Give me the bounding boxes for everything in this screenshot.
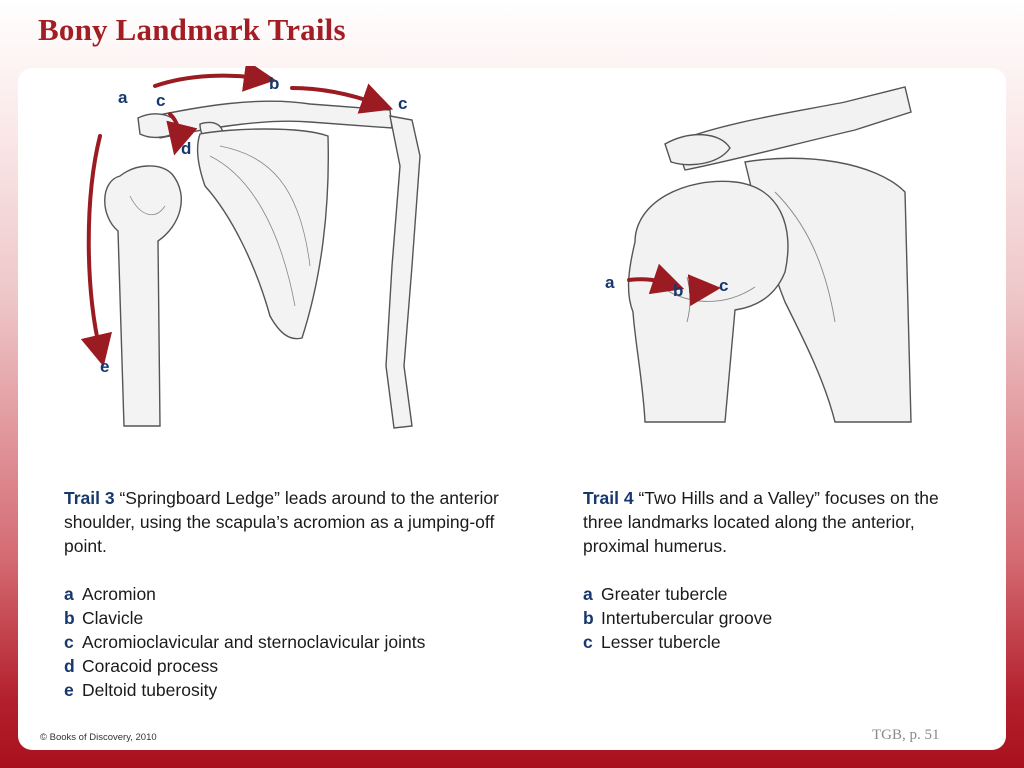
- item-key: a: [583, 584, 593, 604]
- item-label: Lesser tubercle: [601, 632, 721, 652]
- shoulder-anterior-illustration: a b c c d e: [60, 66, 460, 438]
- label-a: a: [118, 88, 128, 107]
- item-label: Intertubercular groove: [601, 608, 773, 628]
- list-item: c Lesser tubercle: [583, 630, 983, 654]
- label-b-intertubercular-groove: b: [673, 281, 683, 300]
- item-label: Coracoid process: [82, 656, 219, 676]
- item-label: Clavicle: [82, 608, 144, 628]
- trail4-intro: Trail 4 “Two Hills and a Valley” focuses…: [583, 486, 983, 558]
- label-b: b: [269, 74, 279, 93]
- label-c-lesser-tubercle: c: [719, 276, 728, 295]
- proximal-humerus-illustration: a b c: [595, 82, 935, 442]
- trail3-intro: Trail 3 “Springboard Ledge” leads around…: [64, 486, 504, 558]
- trail3-description: Trail 3 “Springboard Ledge” leads around…: [64, 486, 504, 702]
- label-c-sc-joint: c: [398, 94, 407, 113]
- item-key: c: [583, 632, 593, 652]
- slide-title: Bony Landmark Trails: [38, 12, 346, 47]
- item-key: e: [64, 680, 74, 700]
- item-label: Acromion: [82, 584, 156, 604]
- trail3-desc: “Springboard Ledge” leads around to the …: [64, 488, 499, 556]
- item-key: b: [583, 608, 594, 628]
- list-item: b Intertubercular groove: [583, 606, 983, 630]
- item-key: d: [64, 656, 75, 676]
- item-key: a: [64, 584, 74, 604]
- list-item: a Acromion: [64, 582, 504, 606]
- copyright-notice: © Books of Discovery, 2010: [40, 732, 157, 743]
- item-label: Acromioclavicular and sternoclavicular j…: [82, 632, 426, 652]
- label-a-greater-tubercle: a: [605, 273, 615, 292]
- item-label: Greater tubercle: [601, 584, 728, 604]
- trail4-desc: “Two Hills and a Valley” focuses on the …: [583, 488, 939, 556]
- item-key: b: [64, 608, 75, 628]
- trail4-landmark-list: a Greater tubercle b Intertubercular groov…: [583, 582, 983, 654]
- item-label: Deltoid tuberosity: [82, 680, 218, 700]
- list-item: a Greater tubercle: [583, 582, 983, 606]
- item-key: c: [64, 632, 74, 652]
- trail4-heading: Trail 4: [583, 488, 634, 508]
- label-e: e: [100, 357, 109, 376]
- list-item: e Deltoid tuberosity: [64, 678, 504, 702]
- list-item: d Coracoid process: [64, 654, 504, 678]
- trail3-landmark-list: a Acromion b Clavicle c Acromioclavicular a…: [64, 582, 504, 702]
- page-reference: TGB, p. 51: [872, 727, 940, 743]
- trail4-description: Trail 4 “Two Hills and a Valley” focuses…: [583, 486, 983, 654]
- label-c-ac-joint: c: [156, 91, 165, 110]
- list-item: b Clavicle: [64, 606, 504, 630]
- list-item: c Acromioclavicular and sternoclavicular …: [64, 630, 504, 654]
- trail3-heading: Trail 3: [64, 488, 115, 508]
- label-d: d: [181, 139, 191, 158]
